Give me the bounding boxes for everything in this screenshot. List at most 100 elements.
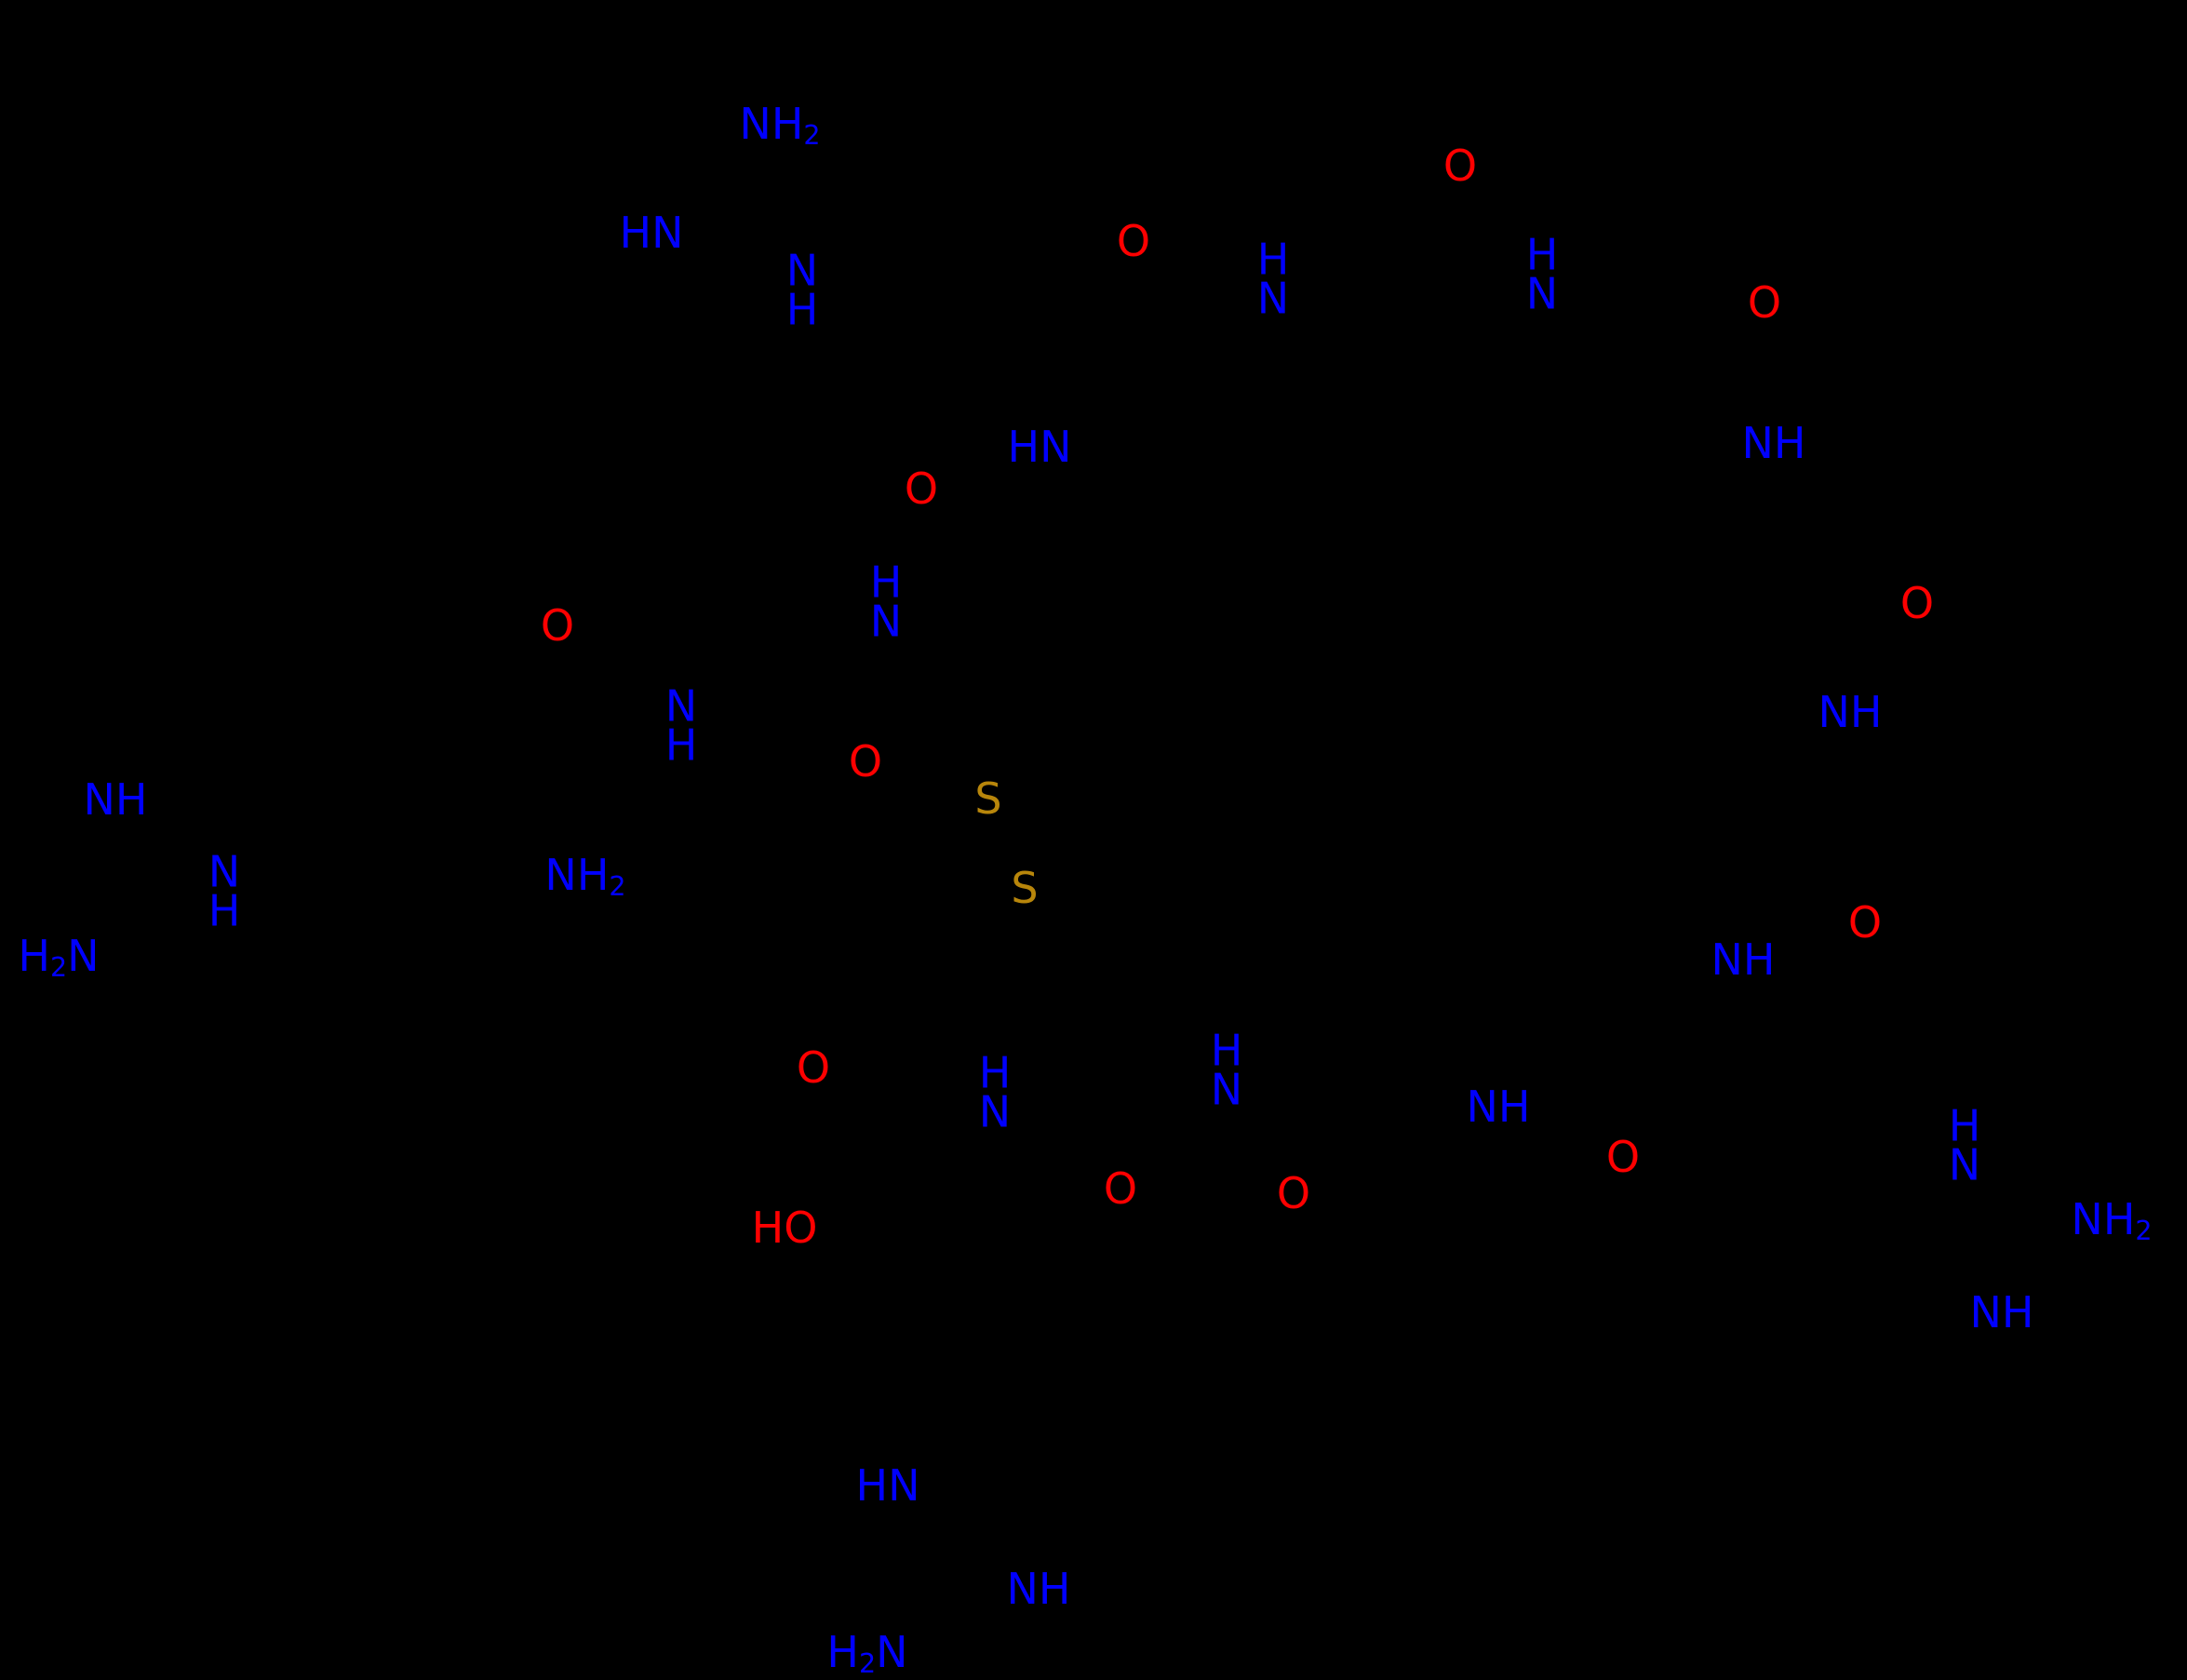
- atom-label-nh-top-right: NH: [1741, 418, 1806, 468]
- atom-label-nh-right-1: NH: [1818, 687, 1883, 737]
- bond-line: [1560, 1029, 1628, 1074]
- bond-line: [1456, 203, 1507, 246]
- atom-label-h2n-bottom: H2N: [826, 1627, 908, 1680]
- bond-line: [55, 955, 119, 1000]
- atom-label-o-top-3: O: [1747, 277, 1782, 328]
- heteroatom-glyph: N: [869, 597, 903, 647]
- atom-label-o-right-1: O: [1899, 578, 1935, 628]
- hydrogen-glyph: H: [664, 720, 698, 771]
- bond-line: [946, 1560, 1009, 1593]
- bond-line: [1036, 303, 1107, 348]
- bond-line: [839, 1364, 911, 1409]
- bond-line: [884, 1523, 953, 1567]
- bond-line: [1770, 555, 1842, 599]
- bond-line: [1727, 276, 1768, 343]
- bond-line: [946, 443, 1009, 511]
- bond-line: [1160, 406, 1232, 450]
- bond-line: [1783, 815, 1854, 860]
- atom-label-o-mid-3: O: [848, 736, 883, 786]
- bond-line: [985, 834, 1028, 853]
- bond-line: [1053, 950, 1124, 995]
- atom-label-o-mid-1: O: [904, 464, 939, 514]
- bond-line: [815, 359, 888, 406]
- atom-label-hn-mid-upper: HN: [1007, 422, 1072, 472]
- atom-label-s-upper: S: [974, 773, 1002, 824]
- bond-line: [612, 834, 685, 879]
- atom-label-o-right-2: O: [1847, 897, 1883, 948]
- bond-line: [1495, 1029, 1567, 1069]
- atom-label-o-right-3: O: [1605, 1132, 1641, 1182]
- heteroatom-glyph: N: [785, 245, 819, 296]
- bond-line: [880, 466, 953, 511]
- bond-line: [1601, 276, 1671, 320]
- heteroatom-glyph: N: [208, 846, 241, 897]
- bond-line: [1099, 303, 1167, 348]
- heteroatom-glyph: N: [978, 1087, 1012, 1137]
- bond-line: [810, 1169, 879, 1214]
- bond-line: [1021, 974, 1093, 1018]
- hydrogen-glyph: H: [208, 886, 241, 936]
- bond-line: [1117, 1113, 1186, 1153]
- atom-label-ho-phenol: HO: [751, 1203, 818, 1253]
- bond-line: [1394, 203, 1464, 250]
- bond-line: [164, 815, 228, 860]
- atom-label-o-mid-6: O: [1276, 1168, 1311, 1218]
- bond-line: [1961, 1178, 2033, 1223]
- bond-line: [1727, 276, 1795, 320]
- bond-line: [1269, 206, 1339, 250]
- atom-label-nh2-mid: NH2: [544, 850, 626, 903]
- heteroatom-glyph: N: [664, 680, 698, 732]
- atom-label-nh-bottom: NH: [1006, 1564, 1071, 1614]
- hydrogen-glyph: H: [869, 557, 903, 608]
- bond-line: [1178, 1113, 1251, 1158]
- bond-line: [1664, 276, 1735, 320]
- heteroatom-glyph: N: [1948, 1140, 1981, 1190]
- bond-line: [1332, 206, 1402, 250]
- bond-line: [554, 732, 623, 776]
- bond-line: [1895, 555, 1921, 646]
- bond-line: [1676, 1062, 1747, 1111]
- heteroatom-glyph: N: [1256, 274, 1290, 324]
- atom-label-nh2-right: NH2: [2071, 1194, 2153, 1247]
- bond-line: [1538, 203, 1608, 246]
- hydrogen-glyph: H: [1525, 229, 1559, 280]
- atom-label-h2n-left: H2N: [18, 931, 100, 984]
- atom-label-nh-left-1: NH: [83, 774, 148, 825]
- atom-label-o-mid-4: O: [796, 1042, 831, 1093]
- atom-label-o-mid-2: O: [540, 600, 575, 651]
- bond-line: [1783, 853, 1854, 897]
- heteroatom-glyph: N: [1210, 1065, 1243, 1115]
- atom-label-o-top-2: O: [1442, 141, 1478, 191]
- atom-label-nh2-top: NH2: [739, 99, 821, 152]
- atom-label-hn-bottom: HN: [855, 1460, 920, 1511]
- heteroatom-glyph: N: [1525, 269, 1559, 319]
- atom-label-o-top-1: O: [1116, 216, 1151, 266]
- hydrogen-glyph: H: [1256, 234, 1290, 285]
- bond-line: [776, 229, 823, 300]
- bond-line: [1846, 890, 1869, 962]
- bond-line: [871, 1169, 939, 1214]
- atom-label-nh-right-2: NH: [1711, 934, 1776, 985]
- hydrogen-glyph: H: [785, 285, 819, 335]
- bond-line: [1619, 1104, 1684, 1121]
- atom-label-hn-top-left: HN: [619, 208, 684, 258]
- bond-line: [922, 1560, 953, 1628]
- bond-line: [615, 732, 685, 776]
- atom-label-o-mid-5: O: [1103, 1163, 1138, 1214]
- atom-label-nh-right-3: NH: [1466, 1082, 1531, 1132]
- hydrogen-glyph: H: [978, 1047, 1012, 1098]
- atom-label-nh-right-4: NH: [1969, 1287, 2034, 1337]
- bond-line: [1099, 266, 1137, 311]
- hydrogen-glyph: H: [1948, 1100, 1981, 1151]
